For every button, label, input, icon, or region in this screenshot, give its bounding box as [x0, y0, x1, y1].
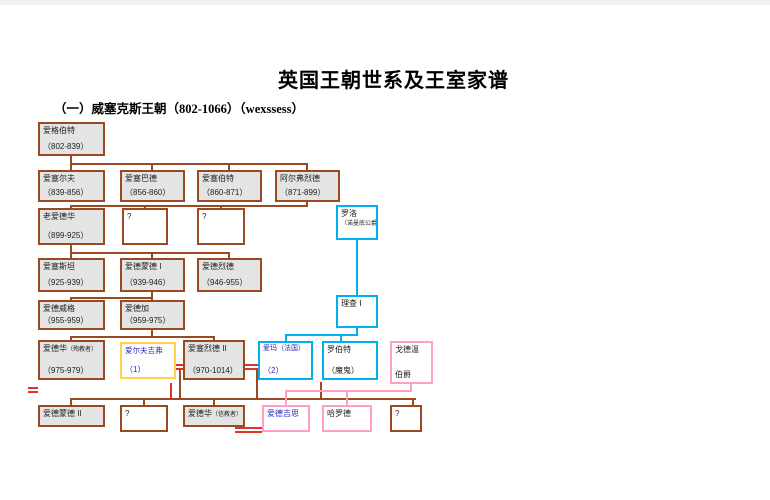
connector-line [70, 205, 308, 207]
connector-line-godwin [285, 390, 412, 392]
connector-line [213, 398, 215, 405]
connector-line [306, 202, 308, 207]
connector-line [228, 252, 230, 258]
node-edward-elder: 老爱德华 （899-925） [38, 208, 105, 245]
marriage-line [245, 364, 258, 366]
node-aethelstan: 爱塞斯坦 （925-939） [38, 258, 105, 292]
connector-line-normandy [340, 334, 342, 341]
connector-line-normandy [285, 334, 358, 336]
connector-line [70, 252, 230, 254]
node-aethelberht: 爱塞伯特 （860-871） [197, 170, 262, 202]
connector-line [70, 336, 215, 338]
connector-line [213, 336, 215, 340]
node-richard-1: 理查 I [336, 295, 378, 328]
connector-line [151, 330, 153, 338]
marriage-line [28, 391, 38, 393]
node-rollo: 罗洛 （诺曼底公爵） [336, 205, 378, 240]
connector-line [70, 398, 72, 405]
node-unknown-3: ? [120, 405, 168, 432]
node-aelfgifu: 爱尔夫吉弗 （1） [120, 342, 176, 379]
connector-line [179, 368, 181, 398]
connector-line [220, 205, 222, 209]
node-robert: 罗伯特 （魔鬼） [322, 341, 378, 380]
page-title: 英国王朝世系及王室家谱 [278, 70, 509, 92]
marriage-line [170, 383, 172, 400]
connector-line [70, 398, 416, 400]
connector-line-normandy [356, 328, 358, 336]
node-aethelwulf: 爱塞尔夫 （839-856） [38, 170, 105, 202]
node-emma: 爱玛（法国） （2） [258, 341, 313, 380]
connector-line [412, 398, 414, 405]
connector-line [143, 398, 145, 405]
connector-line [228, 163, 230, 170]
marriage-line [235, 431, 262, 433]
node-edward-martyr: 爱德华（殉教者） （975-979） [38, 340, 105, 380]
connector-line [70, 336, 72, 340]
marriage-line [176, 368, 183, 370]
connector-line [256, 368, 258, 398]
node-edward-confessor: 爱德华（信教者） [183, 405, 245, 427]
marriage-line [235, 427, 262, 429]
connector-line-normandy [356, 240, 358, 295]
connector-line [70, 297, 153, 299]
node-egbert: 爱格伯特 （802-839） [38, 122, 105, 156]
marriage-line [176, 364, 183, 366]
node-edith: 爱德吉思 [262, 405, 310, 432]
node-alfred: 阿尔弗烈德 （871-899） [275, 170, 340, 202]
node-aethelred-2: 爱塞烈德 II （970-1014） [183, 340, 245, 380]
connector-line-godwin [410, 384, 412, 391]
node-eadwig: 爱德威格 （955-959） [38, 300, 105, 330]
node-eadred: 爱德烈德 （946-955） [197, 258, 262, 292]
connector-line [70, 163, 308, 165]
node-edmund-1: 爱德蒙德 I （939-946） [120, 258, 185, 292]
connector-line [151, 252, 153, 258]
node-unknown-4: ? [390, 405, 422, 432]
connector-line [144, 205, 146, 209]
window-top-edge [0, 0, 770, 5]
connector-line [151, 163, 153, 170]
node-edgar: 爱德加 （959-975） [120, 300, 185, 330]
section-heading: （一）威塞克斯王朝（802-1066）（wexssess） [54, 102, 304, 116]
connector-line-normandy [285, 334, 287, 341]
node-harold: 哈罗德 [322, 405, 372, 432]
connector-line-godwin [346, 390, 348, 405]
connector-line [151, 292, 153, 300]
connector-line [70, 205, 72, 209]
connector-line-godwin [285, 390, 287, 405]
marriage-line [245, 368, 258, 370]
node-unknown-1: ? [122, 208, 168, 245]
connector-line [70, 245, 72, 258]
marriage-line [28, 387, 38, 389]
node-unknown-2: ? [197, 208, 245, 245]
node-aethelbald: 爱塞巴德 （856-860） [120, 170, 185, 202]
connector-line [306, 163, 308, 170]
connector-line [70, 297, 72, 300]
node-godwin: 戈德温 伯爵 [390, 341, 433, 384]
node-edmund-2: 爱德蒙德 II [38, 405, 105, 427]
